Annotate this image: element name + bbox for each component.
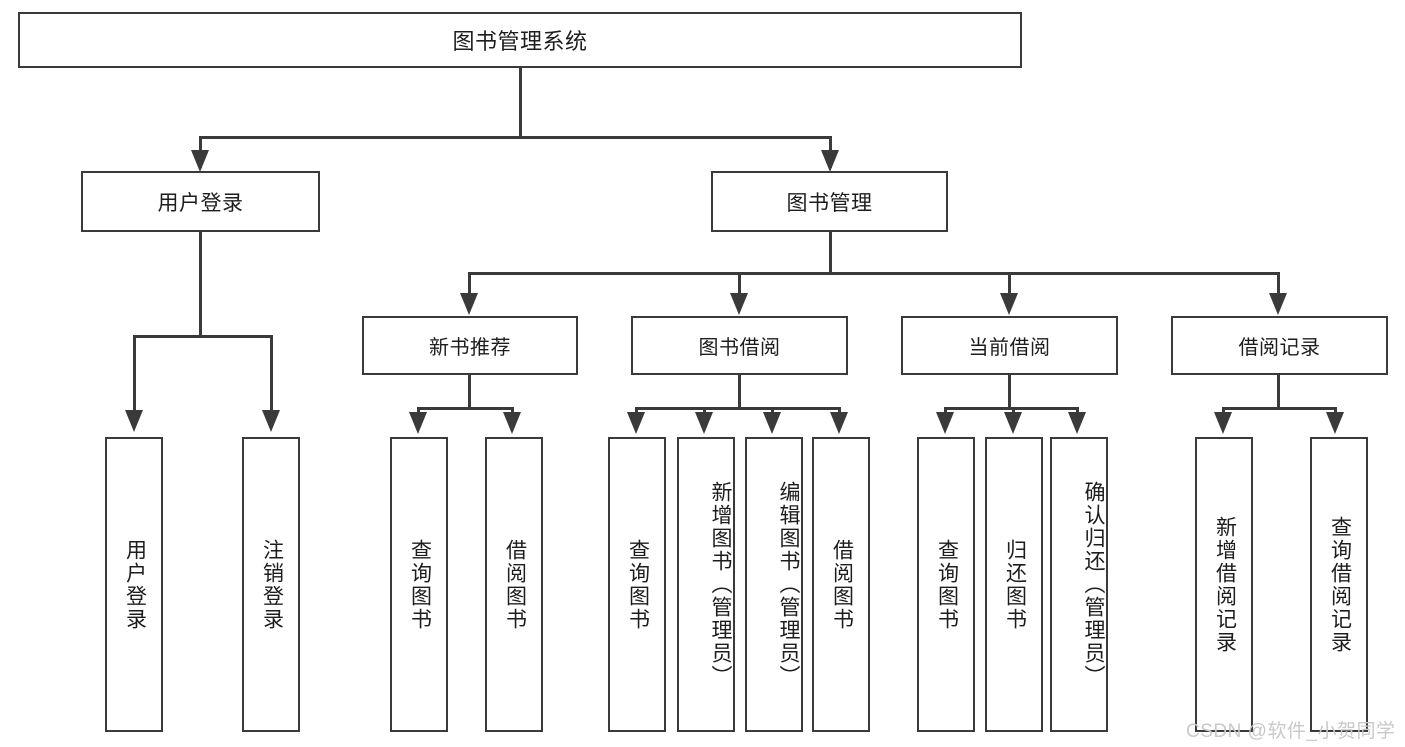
leaf-label: 注销登录 xyxy=(260,538,284,631)
arrow-borrow-record-leaf-2 xyxy=(1326,412,1344,434)
node-book-borrow[interactable]: 图书借阅 xyxy=(631,316,848,375)
node-user-login[interactable]: 用户登录 xyxy=(81,171,320,232)
leaf-user-login-login[interactable]: 用户登录 xyxy=(105,437,163,732)
arrow-user-login-leaf-2 xyxy=(262,410,280,432)
arrow-book-manage-to-book-borrow xyxy=(730,293,748,315)
leaf-new-book-query-book[interactable]: 查询图书 xyxy=(390,437,448,732)
edge-current-borrow-bar xyxy=(944,407,1078,410)
edge-book-manage-drop-3 xyxy=(1008,272,1011,300)
leaf-book-borrow-query-book[interactable]: 查询图书 xyxy=(608,437,666,732)
arrow-current-borrow-leaf-3 xyxy=(1068,412,1086,434)
edge-book-manage-drop-4 xyxy=(1277,272,1280,300)
arrow-borrow-record-leaf-1 xyxy=(1214,412,1232,434)
node-book-manage[interactable]: 图书管理 xyxy=(711,171,948,232)
arrow-current-borrow-leaf-2 xyxy=(1004,412,1022,434)
leaf-book-borrow-borrow-book[interactable]: 借阅图书 xyxy=(812,437,870,732)
edge-new-book-bar xyxy=(417,407,514,410)
node-new-book-recommend-label: 新书推荐 xyxy=(429,337,511,359)
edge-root-stem xyxy=(519,68,522,138)
leaf-label: 编辑图书（管理员） xyxy=(777,481,800,688)
node-book-borrow-label: 图书借阅 xyxy=(698,337,781,359)
arrow-book-manage-to-new-book xyxy=(460,293,478,315)
edge-book-manage-bar xyxy=(468,272,1280,275)
edge-borrow-record-bar xyxy=(1222,407,1337,410)
edge-book-borrow-stem xyxy=(738,375,741,409)
arrow-book-manage-to-current-borrow xyxy=(1000,293,1018,315)
arrow-new-book-leaf-2 xyxy=(503,412,521,434)
leaf-user-login-logout[interactable]: 注销登录 xyxy=(242,437,300,732)
leaf-label: 查询图书 xyxy=(408,538,432,631)
edge-borrow-record-stem xyxy=(1277,375,1280,409)
leaf-label: 查询图书 xyxy=(935,538,959,631)
leaf-current-borrow-return-book[interactable]: 归还图书 xyxy=(985,437,1043,732)
arrow-root-to-book-manage xyxy=(821,150,839,172)
arrow-book-manage-to-borrow-record xyxy=(1269,293,1287,315)
leaf-label: 新增借阅记录 xyxy=(1213,515,1237,654)
leaf-borrow-record-add-record[interactable]: 新增借阅记录 xyxy=(1195,437,1253,732)
leaf-label: 新增图书（管理员） xyxy=(709,481,732,688)
leaf-book-borrow-edit-book-admin[interactable]: 编辑图书（管理员） xyxy=(745,437,803,732)
leaf-current-borrow-confirm-return-admin[interactable]: 确认归还（管理员） xyxy=(1050,437,1108,732)
edge-book-manage-stem xyxy=(829,232,832,274)
csdn-watermark: CSDN @软件_小贺同学 xyxy=(1186,721,1396,742)
leaf-new-book-borrow-book[interactable]: 借阅图书 xyxy=(485,437,543,732)
edge-user-login-drop-2 xyxy=(270,335,273,415)
arrow-book-borrow-leaf-2 xyxy=(695,412,713,434)
node-user-login-label: 用户登录 xyxy=(157,191,244,215)
arrow-new-book-leaf-1 xyxy=(409,412,427,434)
node-current-borrow-label: 当前借阅 xyxy=(968,337,1051,359)
edge-user-login-stem xyxy=(199,232,202,337)
edge-book-manage-drop-2 xyxy=(738,272,741,300)
arrow-book-borrow-leaf-3 xyxy=(763,412,781,434)
leaf-borrow-record-query-record[interactable]: 查询借阅记录 xyxy=(1310,437,1368,732)
node-book-manage-label: 图书管理 xyxy=(786,191,873,215)
edge-user-login-drop-1 xyxy=(133,335,136,415)
leaf-label: 查询图书 xyxy=(626,538,650,631)
arrow-book-borrow-leaf-1 xyxy=(627,412,645,434)
edge-root-bar xyxy=(199,136,831,139)
edge-current-borrow-stem xyxy=(1008,375,1011,409)
leaf-label: 借阅图书 xyxy=(503,538,527,631)
leaf-label: 归还图书 xyxy=(1003,538,1027,631)
edge-book-borrow-bar xyxy=(635,407,838,410)
leaf-book-borrow-add-book-admin[interactable]: 新增图书（管理员） xyxy=(677,437,735,732)
arrow-book-borrow-leaf-4 xyxy=(830,412,848,434)
node-root-system[interactable]: 图书管理系统 xyxy=(18,12,1022,68)
leaf-label: 确认归还（管理员） xyxy=(1082,481,1105,688)
node-borrow-record-label: 借阅记录 xyxy=(1238,337,1321,359)
node-current-borrow[interactable]: 当前借阅 xyxy=(901,316,1118,375)
leaf-label: 用户登录 xyxy=(123,538,147,631)
node-root-label: 图书管理系统 xyxy=(452,29,588,54)
edge-user-login-bar xyxy=(133,335,272,338)
arrow-user-login-leaf-1 xyxy=(125,410,143,432)
leaf-label: 借阅图书 xyxy=(830,538,854,631)
arrow-root-to-user-login xyxy=(191,150,209,172)
node-borrow-record[interactable]: 借阅记录 xyxy=(1171,316,1388,375)
leaf-label: 查询借阅记录 xyxy=(1328,515,1352,654)
node-new-book-recommend[interactable]: 新书推荐 xyxy=(362,316,578,375)
edge-book-manage-drop-1 xyxy=(468,272,471,300)
leaf-current-borrow-query-book[interactable]: 查询图书 xyxy=(917,437,975,732)
arrow-current-borrow-leaf-1 xyxy=(936,412,954,434)
edge-new-book-stem xyxy=(468,375,471,409)
